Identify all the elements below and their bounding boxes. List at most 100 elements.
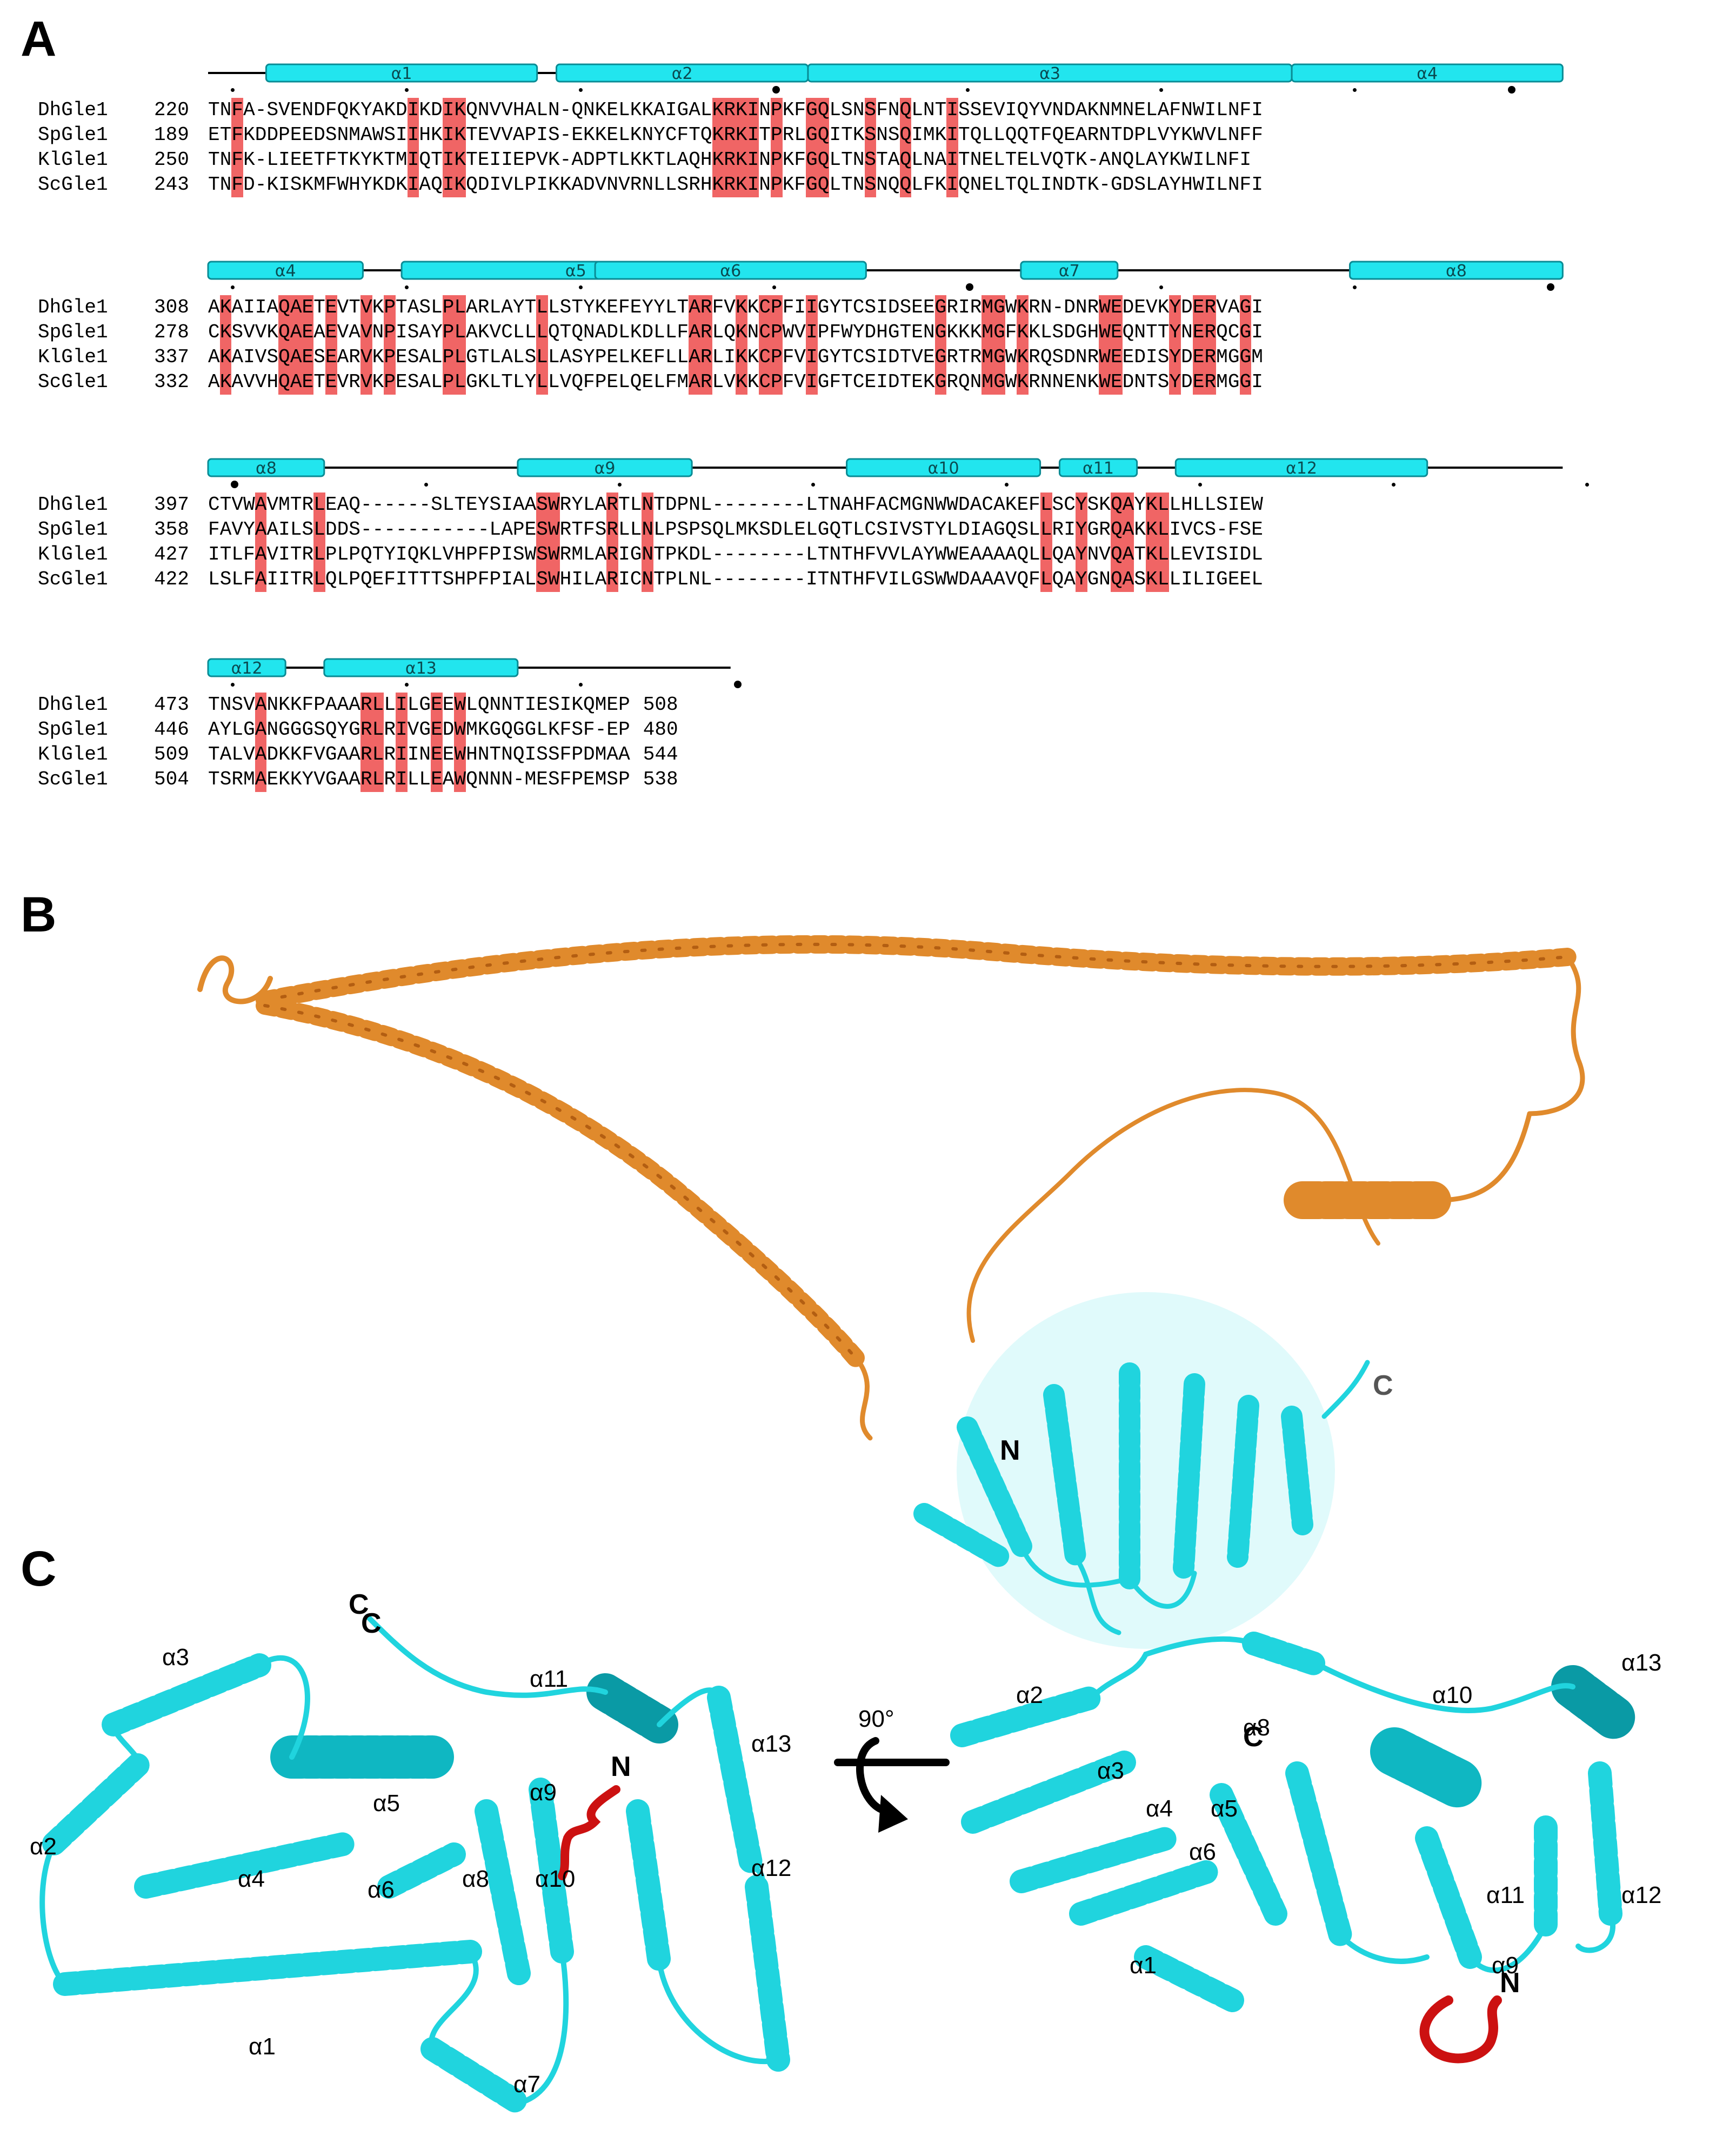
residue: F	[864, 568, 877, 590]
residue: T	[759, 124, 771, 146]
residue: K	[290, 768, 302, 790]
helix-label: α12	[231, 659, 263, 678]
residue: L	[512, 174, 525, 196]
residue: -	[407, 494, 419, 516]
residue: M	[571, 543, 583, 565]
residue: N	[1040, 371, 1052, 393]
residue: N	[583, 321, 595, 343]
residue: -	[747, 543, 759, 565]
residue: N	[642, 174, 654, 196]
residue: A	[208, 296, 220, 318]
residue: N	[266, 694, 279, 716]
residue: W	[337, 174, 349, 196]
residue: Q	[817, 172, 830, 197]
residue: W	[1099, 370, 1111, 395]
residue: K	[630, 346, 642, 368]
residue: R	[1204, 320, 1217, 345]
residue: P	[524, 174, 537, 196]
residue: L	[794, 124, 806, 146]
residue: P	[442, 320, 455, 345]
residue: A	[349, 694, 360, 716]
residue: T	[524, 296, 537, 318]
residue: D	[887, 296, 900, 318]
residue: D	[266, 124, 279, 146]
residue: F	[325, 99, 337, 121]
residue: G	[817, 346, 830, 368]
position-dot	[1353, 285, 1357, 289]
residue: K	[642, 99, 654, 121]
residue: Q	[583, 694, 595, 716]
residue: E	[1110, 370, 1123, 395]
start-position: 337	[154, 346, 189, 368]
residue: C	[665, 124, 677, 146]
residue: W	[547, 542, 560, 567]
residue: S	[536, 743, 548, 766]
residue: F	[325, 149, 337, 171]
residue: M	[595, 743, 607, 766]
residue: I	[1005, 99, 1017, 121]
residue: A	[1122, 567, 1134, 592]
residue: Y	[653, 124, 665, 146]
residue: H	[852, 494, 865, 516]
residue: P	[524, 124, 537, 146]
residue: Q	[407, 543, 419, 565]
residue: H	[559, 568, 572, 590]
residue: L	[372, 717, 384, 742]
residue: N	[852, 149, 865, 171]
residue: S	[547, 743, 560, 766]
residue: A	[512, 494, 525, 516]
residue: K	[712, 98, 724, 123]
residue: K	[595, 124, 607, 146]
residue: D	[396, 99, 408, 121]
species-name: ScGle1	[38, 768, 108, 790]
residue: D	[313, 124, 325, 146]
residue: K	[747, 346, 759, 368]
residue: E	[1110, 320, 1123, 345]
residue: F	[712, 296, 724, 318]
residue: A	[419, 371, 431, 393]
residue: Q	[1040, 346, 1052, 368]
residue: S	[536, 517, 548, 542]
residue: K	[372, 296, 384, 318]
residue: I	[876, 346, 888, 368]
residue: W	[1192, 124, 1205, 146]
residue: R	[384, 718, 396, 741]
residue: I	[1192, 149, 1205, 171]
residue: K	[372, 346, 384, 368]
residue: P	[489, 568, 502, 590]
residue: K	[278, 694, 290, 716]
residue: I	[747, 98, 759, 123]
residue: R	[724, 98, 736, 123]
residue: V	[1146, 296, 1158, 318]
residue: L	[1134, 149, 1146, 171]
residue: V	[313, 743, 325, 766]
residue: A	[266, 518, 279, 541]
residue: A	[255, 693, 267, 717]
long-coiled-coil-helix	[197, 935, 1585, 1441]
residue: L	[372, 693, 384, 717]
residue: E	[442, 743, 455, 766]
residue: N	[1181, 321, 1193, 343]
residue: S	[290, 174, 302, 196]
residue: D	[337, 518, 349, 541]
residue: K	[290, 743, 302, 766]
residue: E	[1192, 320, 1205, 345]
residue: I	[407, 148, 419, 172]
residue: N	[829, 494, 842, 516]
residue: S	[547, 124, 560, 146]
residue: L	[372, 742, 384, 767]
residue: P	[771, 123, 783, 148]
residue: S	[923, 568, 935, 590]
residue: V	[360, 320, 372, 345]
residue: F	[864, 543, 877, 565]
residue: G	[1239, 295, 1252, 320]
residue: S	[489, 494, 502, 516]
residue: Q	[630, 371, 642, 393]
residue: Y	[1169, 320, 1181, 345]
panel-c-left-c-terminus-1: C	[349, 1589, 369, 1620]
helix-label: α1	[249, 2033, 276, 2060]
residue: N	[501, 768, 513, 790]
residue: A	[290, 295, 302, 320]
residue: K	[477, 718, 490, 741]
